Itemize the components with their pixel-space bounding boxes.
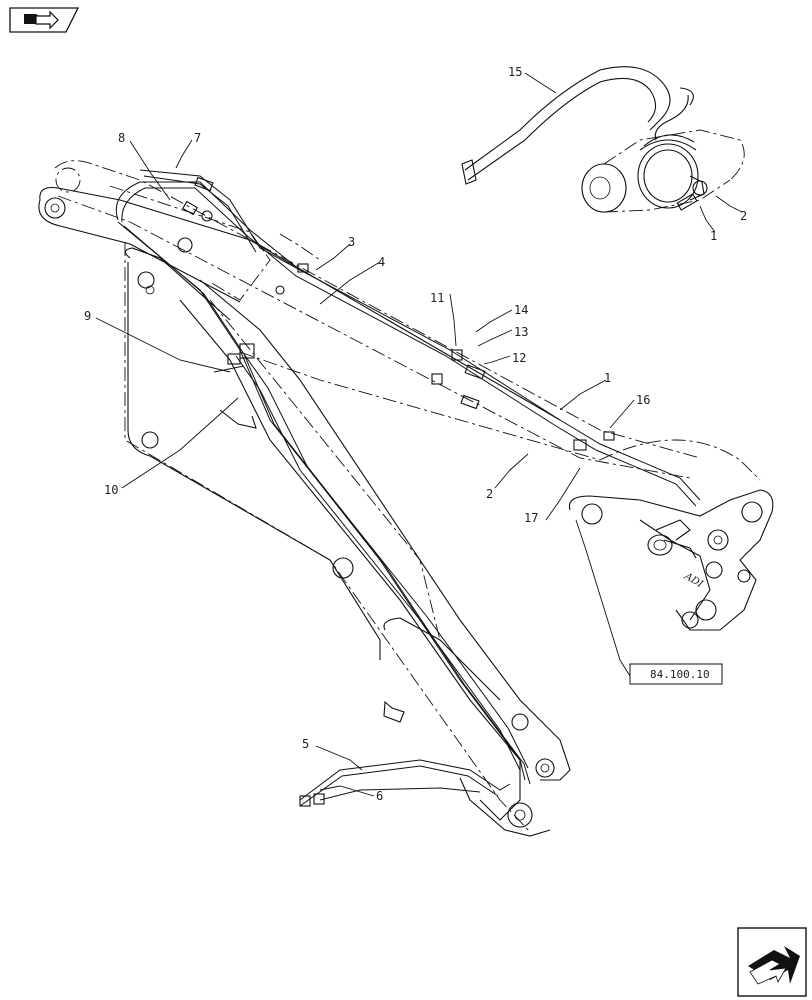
callout-1-upper: 1: [710, 229, 717, 243]
callout-9: 9: [84, 309, 91, 323]
next-page-arrow-icon: [748, 946, 800, 985]
callout-labels-extra: 13 16: [514, 325, 650, 407]
callout-12: 12: [512, 351, 526, 365]
callout-13-text: 13: [514, 325, 528, 339]
fittings: [182, 176, 615, 807]
next-page-button[interactable]: [737, 927, 807, 997]
callout-15: 15: [508, 65, 522, 79]
attachment-bracket: ADI: [568, 439, 774, 631]
callout-14: 14: [514, 303, 528, 317]
callout-6: 6: [376, 789, 383, 803]
reference-label: 84.100.10: [650, 668, 710, 681]
callout-10: 10: [104, 483, 118, 497]
callout-11: 11: [430, 291, 444, 305]
callout-2-lower: 2: [486, 487, 493, 501]
boom-arm-front: [38, 186, 571, 837]
reference-link[interactable]: 84.100.10: [629, 663, 723, 685]
callout-2-upper: 2: [740, 209, 747, 223]
leader-lines: [95, 72, 743, 797]
callout-5: 5: [302, 737, 309, 751]
back-to-index-button[interactable]: [9, 7, 80, 33]
center-lines: [124, 233, 601, 833]
callout-16-text: 16: [636, 393, 650, 407]
callout-7: 7: [194, 131, 201, 145]
stamp-label: ADI: [682, 571, 706, 591]
callout-labels: 15 2 1 8 7 3 4 11 14 15 12 9 1 16 10 2 1…: [84, 65, 747, 803]
book-arrow-icon: [24, 10, 59, 30]
callout-1-lower: 1: [604, 371, 611, 385]
boom-arm-rear: [54, 160, 701, 479]
callout-17: 17: [524, 511, 538, 525]
callout-8: 8: [118, 131, 125, 145]
coupler-detail: [461, 66, 745, 213]
callout-3: 3: [348, 235, 355, 249]
hose-lines: [115, 169, 701, 807]
callout-4: 4: [378, 255, 385, 269]
